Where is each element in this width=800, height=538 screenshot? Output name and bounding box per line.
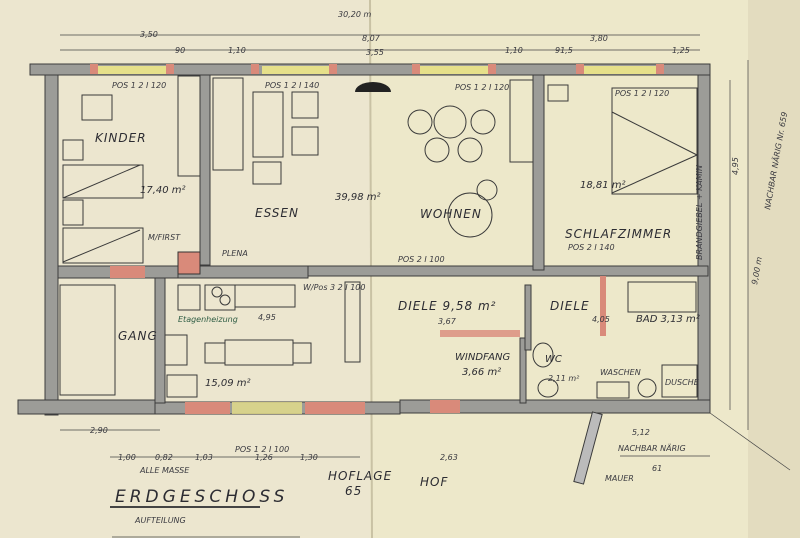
wall-label: MAUER — [605, 474, 634, 483]
furniture — [59, 75, 698, 485]
dim-bottom: 2,90 — [90, 426, 108, 435]
dim-top: 3,50 — [140, 30, 158, 39]
room-windfang: WINDFANG — [455, 352, 511, 363]
dim-bottom: 2,63 — [440, 453, 458, 462]
room-essen: ESSEN — [255, 206, 299, 220]
room-area: 18,81 m² — [580, 180, 626, 191]
window-label: W/Pos 3 2 I 100 — [303, 283, 365, 292]
window-label: POS 1 2 I 100 — [235, 445, 289, 454]
dimension-lines — [60, 34, 791, 538]
hoflage-number: 65 — [345, 484, 362, 498]
dim-bottom: 1,26 — [255, 453, 273, 462]
room-area: 15,09 m² — [205, 378, 251, 389]
bay-window-icon — [355, 82, 391, 92]
overall-width: 30,20 m — [338, 10, 371, 19]
window-markings — [90, 64, 664, 414]
room-dim: 4,05 — [592, 315, 610, 324]
heating-label: Etagenheizung — [178, 315, 238, 324]
neighbor-dim: 5,12 — [632, 428, 650, 437]
window-label: POS 2 I 100 — [398, 255, 445, 264]
dim-top: 8,07 — [362, 34, 381, 43]
room-wohnen: WOHNEN — [420, 207, 482, 221]
room-area: 17,40 m² — [140, 185, 186, 196]
hof-label: HOF — [420, 475, 448, 489]
label-plena: PLENA — [222, 249, 248, 258]
room-bad: BAD 3,13 m² — [636, 314, 700, 325]
window-label: POS 1 2 I 140 — [265, 81, 319, 90]
dim-bottom: 0,82 — [155, 453, 173, 462]
room-wc: WC — [545, 354, 562, 365]
plan-title: ERDGESCHOSS — [115, 487, 288, 507]
room-area: 2,11 m² — [548, 374, 580, 383]
room-area: 39,98 m² — [335, 192, 381, 203]
window-label: POS 1 2 I 120 — [455, 83, 509, 92]
room-dim: 4,95 — [258, 313, 276, 322]
firewall-label: BRANDGIEBEL + KAMIN — [695, 165, 704, 260]
neighbor-number: 61 — [652, 464, 662, 473]
room-kinder: KINDER — [95, 131, 147, 145]
room-diele: DIELE 9,58 m² — [398, 299, 496, 313]
room-dusche: DUSCHE — [665, 378, 700, 387]
room-gang: GANG — [118, 329, 158, 343]
dim-bottom: 1,03 — [195, 453, 213, 462]
room-area: 3,66 m² — [462, 367, 501, 378]
dim-bottom: 1,00 — [118, 453, 136, 462]
room-waschen: WASCHEN — [600, 368, 641, 377]
neighbor-label: NACHBAR NÄRIG — [618, 443, 686, 453]
dim-top: 1,25 — [672, 46, 690, 55]
depth-dim: 4,95 — [731, 157, 740, 175]
room-schlafzimmer: SCHLAFZIMMER — [565, 227, 672, 241]
window-label: POS 1 2 I 120 — [615, 89, 669, 98]
paper-edge — [748, 0, 800, 538]
plan-subtitle: AUFTEILUNG — [134, 516, 186, 525]
hoflage-label: HOFLAGE — [328, 469, 392, 483]
window-label: POS 1 2 I 120 — [112, 81, 166, 90]
dim-top: 3,80 — [590, 34, 608, 43]
window-label: POS 2 I 140 — [568, 243, 615, 252]
room-dim: 3,67 — [438, 317, 457, 326]
dim-top: 91,5 — [555, 46, 573, 55]
dim-bottom: 1,30 — [300, 453, 318, 462]
room-diele-2: DIELE — [550, 299, 590, 313]
dim-top: 3,55 — [366, 48, 384, 57]
dim-top: 1,10 — [505, 46, 523, 55]
note-dimensions: ALLE MASSE — [139, 466, 190, 475]
dim-top: 1,10 — [228, 46, 246, 55]
label-first: M/FIRST — [148, 233, 181, 242]
dim-top: 90 — [175, 46, 185, 55]
